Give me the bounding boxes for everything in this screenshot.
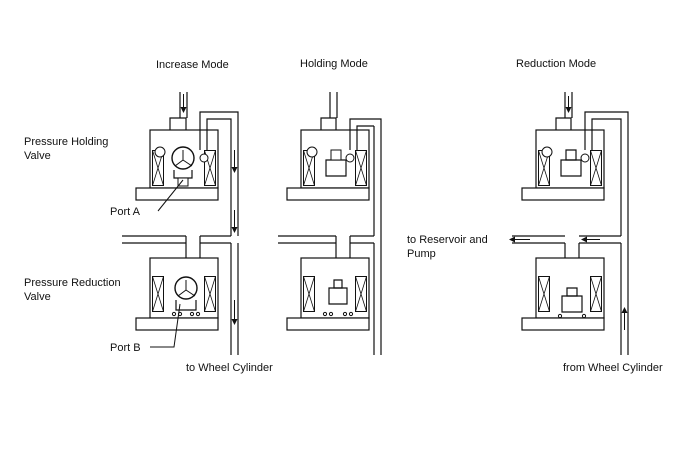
pressure-reduction-valve-label-line2: Valve bbox=[24, 291, 51, 303]
to-reservoir-label-line2: Pump bbox=[407, 248, 436, 260]
to-reservoir-label-line1: to Reservoir and bbox=[407, 234, 488, 246]
port-b-label: Port B bbox=[110, 342, 141, 354]
pressure-reduction-valve-increase bbox=[135, 257, 219, 331]
reduction-mode-diagram bbox=[509, 92, 629, 355]
mode-title-reduction: Reduction Mode bbox=[516, 58, 597, 70]
pressure-holding-valve-increase bbox=[135, 117, 219, 201]
increase-mode-diagram bbox=[122, 92, 239, 355]
pressure-reduction-valve-reduction bbox=[521, 257, 605, 331]
port-a-label: Port A bbox=[110, 206, 140, 218]
mode-title-increase: Increase Mode bbox=[156, 59, 229, 71]
pressure-holding-valve-holding bbox=[286, 117, 370, 201]
holding-mode-diagram bbox=[278, 92, 382, 355]
to-wheel-cylinder-label: to Wheel Cylinder bbox=[186, 362, 273, 374]
pressure-holding-valve-reduction bbox=[521, 117, 605, 201]
pressure-reduction-valve-label-line1: Pressure Reduction bbox=[24, 277, 121, 289]
pressure-holding-valve-label-line2: Valve bbox=[24, 150, 51, 162]
mode-title-holding: Holding Mode bbox=[300, 58, 368, 70]
pressure-reduction-valve-holding bbox=[286, 257, 370, 331]
from-wheel-cylinder-label: from Wheel Cylinder bbox=[563, 362, 663, 374]
pressure-holding-valve-label-line1: Pressure Holding bbox=[24, 136, 109, 148]
